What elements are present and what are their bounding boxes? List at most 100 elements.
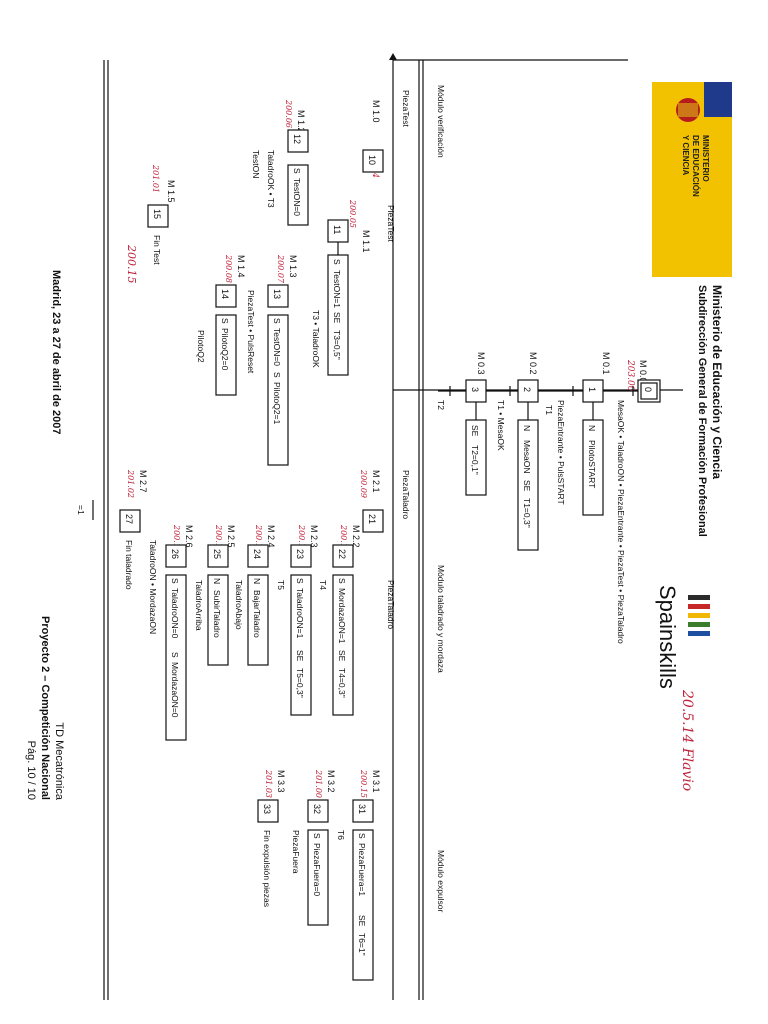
svg-text:200.15: 200.15 xyxy=(359,769,368,798)
svg-text:M 0.3: M 0.3 xyxy=(476,352,486,375)
svg-text:M 0.0: M 0.0 xyxy=(638,360,648,383)
svg-text:T4=0,3": T4=0,3" xyxy=(337,668,347,698)
step-1: M 0.1 1 N PilotoSTART xyxy=(582,352,611,516)
svg-text:200.15: 200.15 xyxy=(125,244,138,284)
svg-text:PilotoQ2=1: PilotoQ2=1 xyxy=(272,382,282,425)
svg-text:M 3.1: M 3.1 xyxy=(371,770,381,793)
svg-text:M 2.3: M 2.3 xyxy=(309,525,319,548)
svg-text:M 2.5: M 2.5 xyxy=(226,525,236,548)
svg-text:T5: T5 xyxy=(276,580,286,590)
svg-text:S: S xyxy=(312,833,322,839)
svg-text:M 2.6: M 2.6 xyxy=(184,525,194,548)
svg-text:M 1.5: M 1.5 xyxy=(166,180,176,203)
svg-text:200.10: 200.10 xyxy=(339,524,348,553)
svg-text:M 2.2: M 2.2 xyxy=(351,525,361,548)
svg-text:TestON=1: TestON=1 xyxy=(332,270,342,308)
svg-text:Fin Test: Fin Test xyxy=(152,235,162,265)
svg-text:TaladroAbajo: TaladroAbajo xyxy=(234,580,244,630)
step-31: M 3.1 200.15 31 S PiezaFuera=1 SE T6=1" xyxy=(352,769,381,981)
svg-text:Fin expulsión piezas: Fin expulsión piezas xyxy=(262,830,272,907)
svg-text:12: 12 xyxy=(292,134,302,144)
svg-text:M 0.1: M 0.1 xyxy=(601,352,611,375)
svg-text:S: S xyxy=(332,259,342,265)
svg-text:M 1.3: M 1.3 xyxy=(288,255,298,278)
svg-text:203.00: 203.00 xyxy=(625,359,635,392)
svg-text:M 1.2: M 1.2 xyxy=(296,110,306,133)
svg-text:33: 33 xyxy=(262,804,272,814)
svg-text:200.09: 200.09 xyxy=(359,469,368,498)
svg-text:21: 21 xyxy=(367,514,377,524)
svg-text:S: S xyxy=(272,318,282,324)
step-26: M 2.6 200.14 26 S TaladroON=0 S MordazaO… xyxy=(165,524,194,741)
svg-text:27: 27 xyxy=(124,514,134,524)
svg-text:T4: T4 xyxy=(318,580,328,590)
step-32: M 3.2 201.00 32 S PiezaFuera=0 xyxy=(307,769,336,926)
svg-text:M 2.7: M 2.7 xyxy=(138,470,148,493)
svg-text:TaladroON • MordazaON: TaladroON • MordazaON xyxy=(148,540,158,634)
step-2: M 0.2 2 N MesaON SE T1=0,3" xyxy=(517,352,539,551)
svg-text:S: S xyxy=(220,318,230,324)
svg-text:MordazaON=1: MordazaON=1 xyxy=(337,588,347,644)
svg-text:N: N xyxy=(587,425,597,431)
spainskills-logo: Spainskills xyxy=(655,585,710,689)
svg-text:PiezaFuera: PiezaFuera xyxy=(291,830,301,874)
svg-text:TaladroArriba: TaladroArriba xyxy=(194,580,204,631)
svg-text:SubirTaladro: SubirTaladro xyxy=(212,590,222,638)
svg-text:200.05: 200.05 xyxy=(348,199,357,228)
svg-text:23: 23 xyxy=(295,549,305,559)
brand-name: Spainskills xyxy=(655,585,680,689)
svg-text:15: 15 xyxy=(152,209,162,219)
svg-text:SE: SE xyxy=(357,915,367,927)
logo-text-line3: Y CIENCIA xyxy=(681,135,690,176)
svg-text:PilotoSTART: PilotoSTART xyxy=(587,440,597,488)
step-14: M 1.4 200.08 14 S PilotoQ2=0 xyxy=(215,254,246,396)
step-10: M 1.0 200.04 10 xyxy=(362,100,384,178)
svg-text:TestON=0: TestON=0 xyxy=(292,178,302,216)
action-box-26 xyxy=(165,574,187,741)
arrow-icon xyxy=(389,53,397,60)
step-21: M 2.1 200.09 21 xyxy=(359,469,384,533)
svg-text:200.08: 200.08 xyxy=(224,254,233,283)
action-box-31 xyxy=(352,829,374,981)
svg-text:S: S xyxy=(292,168,302,174)
svg-text:3: 3 xyxy=(470,387,480,392)
svg-text:PiezaEntrante • PulsSTART: PiezaEntrante • PulsSTART xyxy=(556,400,566,505)
svg-text:0: 0 xyxy=(643,387,653,392)
svg-text:200.14: 200.14 xyxy=(172,524,181,553)
svg-text:32: 32 xyxy=(312,804,322,814)
svg-text:PilotoQ2: PilotoQ2 xyxy=(196,330,206,363)
svg-text:PiezaTaladro: PiezaTaladro xyxy=(386,580,396,629)
svg-text:22: 22 xyxy=(337,549,347,559)
svg-text:1: 1 xyxy=(587,387,597,392)
module-label-verificacion: Módulo verificación xyxy=(436,85,446,158)
svg-text:201.00: 201.00 xyxy=(314,769,323,798)
svg-text:S: S xyxy=(170,578,180,584)
svg-text:PiezaFuera=0: PiezaFuera=0 xyxy=(312,843,322,896)
svg-text:M 3.3: M 3.3 xyxy=(276,770,286,793)
action-box-3 xyxy=(465,419,487,496)
svg-text:TestON=0: TestON=0 xyxy=(272,328,282,366)
svg-text:13: 13 xyxy=(272,289,282,299)
svg-text:25: 25 xyxy=(212,549,222,559)
svg-text:T3=0,5": T3=0,5" xyxy=(332,330,342,360)
svg-text:TestON: TestON xyxy=(251,150,261,178)
svg-text:14: 14 xyxy=(220,289,230,299)
action-box-11 xyxy=(327,254,349,376)
svg-text:M 1.4: M 1.4 xyxy=(236,255,246,278)
svg-text:BajarTaladro: BajarTaladro xyxy=(252,590,262,638)
step-27: M 2.7 201.02 27 Fin taladrado xyxy=(119,469,148,590)
svg-text:SE: SE xyxy=(337,650,347,662)
step-25: M 2.5 200.13 25 N SubirTaladro xyxy=(207,524,236,666)
svg-text:PilotoQ2=0: PilotoQ2=0 xyxy=(220,328,230,371)
svg-text:T2=0,1": T2=0,1" xyxy=(470,445,480,475)
action-box-24 xyxy=(247,574,269,666)
svg-text:24: 24 xyxy=(252,549,262,559)
svg-text:PiezaTest • PulsReset: PiezaTest • PulsReset xyxy=(246,290,256,374)
svg-text:MordazaON=0: MordazaON=0 xyxy=(170,662,180,718)
svg-text:11: 11 xyxy=(332,225,342,234)
action-box-25 xyxy=(207,574,229,666)
svg-text:SE: SE xyxy=(470,425,480,437)
